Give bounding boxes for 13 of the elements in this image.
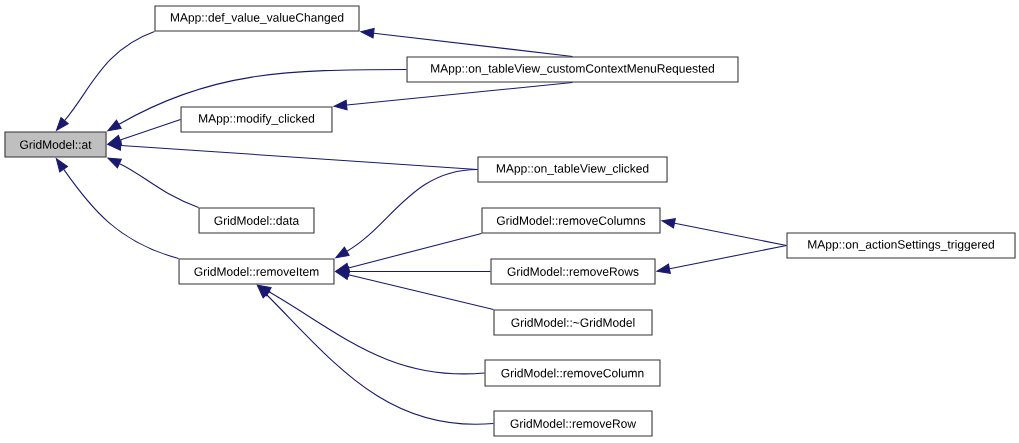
function-box: GridModel::removeRows	[490, 258, 656, 285]
function-box: MApp::on_tableView_customContextMenuRequested	[406, 56, 739, 83]
function-box: GridModel::removeItem	[178, 258, 335, 285]
function-box: MApp::modify_clicked	[180, 106, 333, 133]
function-box: GridModel::at	[4, 131, 107, 158]
function-box: GridModel::~GridModel	[493, 309, 653, 336]
function-box: GridModel::removeColumn	[484, 359, 661, 387]
function-box: MApp::on_actionSettings_triggered	[786, 232, 1016, 259]
function-box: GridModel::removeRow	[493, 410, 653, 437]
function-box: MApp::on_tableView_clicked	[477, 156, 668, 183]
function-box: GridModel::data	[198, 207, 315, 234]
function-box: MApp::def_value_valueChanged	[154, 5, 360, 32]
function-box: GridModel::removeColumns	[481, 207, 661, 234]
